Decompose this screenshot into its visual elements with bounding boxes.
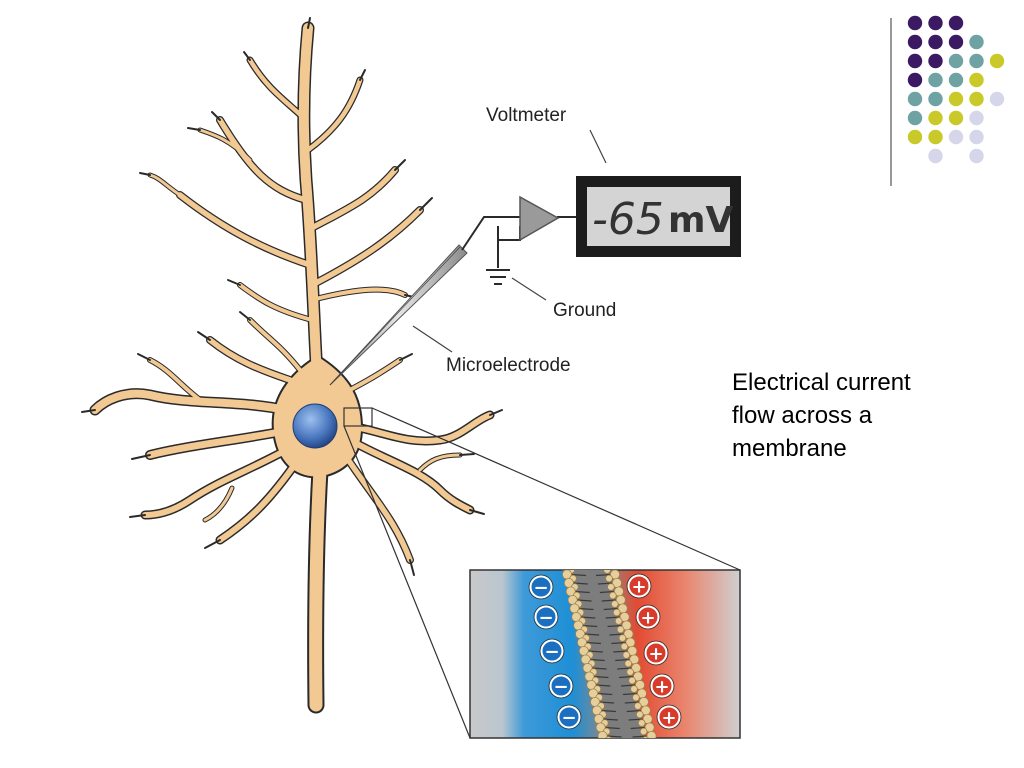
amplifier-triangle	[519, 195, 560, 242]
decorative-dot	[907, 129, 923, 145]
positive-ion-icon: +	[656, 704, 682, 730]
decorative-dot	[928, 15, 943, 31]
negative-ion-icon: −	[533, 604, 559, 630]
nucleus	[292, 403, 338, 449]
decorative-dot	[928, 34, 943, 50]
svg-text:−: −	[544, 642, 559, 663]
svg-text:−: −	[538, 608, 553, 629]
svg-text:−: −	[533, 578, 548, 599]
decorative-dot	[907, 34, 923, 50]
decorative-dot	[948, 72, 964, 88]
decorative-dot	[969, 91, 984, 107]
decorative-dot	[907, 15, 923, 31]
svg-text:+: +	[648, 644, 663, 665]
decorative-dot	[928, 129, 943, 145]
decorative-dot	[928, 148, 943, 164]
voltmeter-readout-unit: mV	[668, 200, 734, 241]
decorative-dot-grid	[907, 15, 1005, 164]
decorative-dot	[907, 91, 923, 107]
negative-ion-icon: −	[556, 704, 582, 730]
decorative-dot	[948, 110, 964, 126]
decorative-dot	[989, 53, 1005, 69]
decorative-dot	[948, 129, 964, 145]
negative-ion-icon: −	[548, 673, 574, 699]
decorative-dot	[948, 15, 964, 31]
decorative-dot	[928, 53, 943, 69]
decorative-dot	[907, 110, 923, 126]
decorative-dot	[989, 91, 1005, 107]
decorative-dot	[969, 34, 984, 50]
svg-text:−: −	[561, 708, 576, 729]
microelectrode-label: Microelectrode	[446, 355, 571, 376]
svg-text:+: +	[631, 577, 646, 598]
negative-ion-icon: −	[528, 574, 554, 600]
decorative-dot	[969, 53, 984, 69]
decorative-dot	[907, 53, 923, 69]
decorative-dot	[928, 110, 943, 126]
amplifier-wiring	[461, 216, 578, 285]
decorative-dot	[969, 72, 984, 88]
decorative-dot	[907, 72, 923, 88]
neuron-illustration	[81, 17, 503, 714]
svg-text:+: +	[661, 708, 676, 729]
voltmeter-leader	[589, 129, 607, 164]
voltmeter-label: Voltmeter	[486, 105, 567, 126]
svg-text:+: +	[640, 608, 655, 629]
positive-ion-icon: +	[643, 640, 669, 666]
decorative-dot	[969, 129, 984, 145]
decorative-dot	[948, 34, 964, 50]
decorative-dot	[948, 91, 964, 107]
membrane-zoom-callout	[343, 407, 741, 739]
svg-text:+: +	[654, 677, 669, 698]
svg-text:−: −	[553, 677, 568, 698]
decorative-dot	[928, 72, 943, 88]
positive-ion-icon: +	[635, 604, 661, 630]
decorative-dot	[969, 110, 984, 126]
voltmeter-display: -65 mV	[576, 176, 741, 257]
microelectrode-leader	[412, 325, 453, 353]
negative-ions: − − − − −	[528, 574, 582, 730]
membrane-inset: − − − − − + + + + +	[469, 569, 741, 739]
slide-caption: Electrical current flow across a membran…	[732, 369, 911, 462]
decorative-dot	[928, 91, 943, 107]
positive-ions: + + + + +	[626, 573, 682, 730]
negative-ion-icon: −	[539, 638, 565, 664]
ground-leader	[511, 277, 547, 301]
positive-ion-icon: +	[626, 573, 652, 599]
decorative-dot	[948, 53, 964, 69]
decorative-dot	[969, 148, 984, 164]
positive-ion-icon: +	[649, 673, 675, 699]
voltmeter-readout-value: -65	[592, 194, 664, 245]
ground-label: Ground	[553, 300, 616, 321]
